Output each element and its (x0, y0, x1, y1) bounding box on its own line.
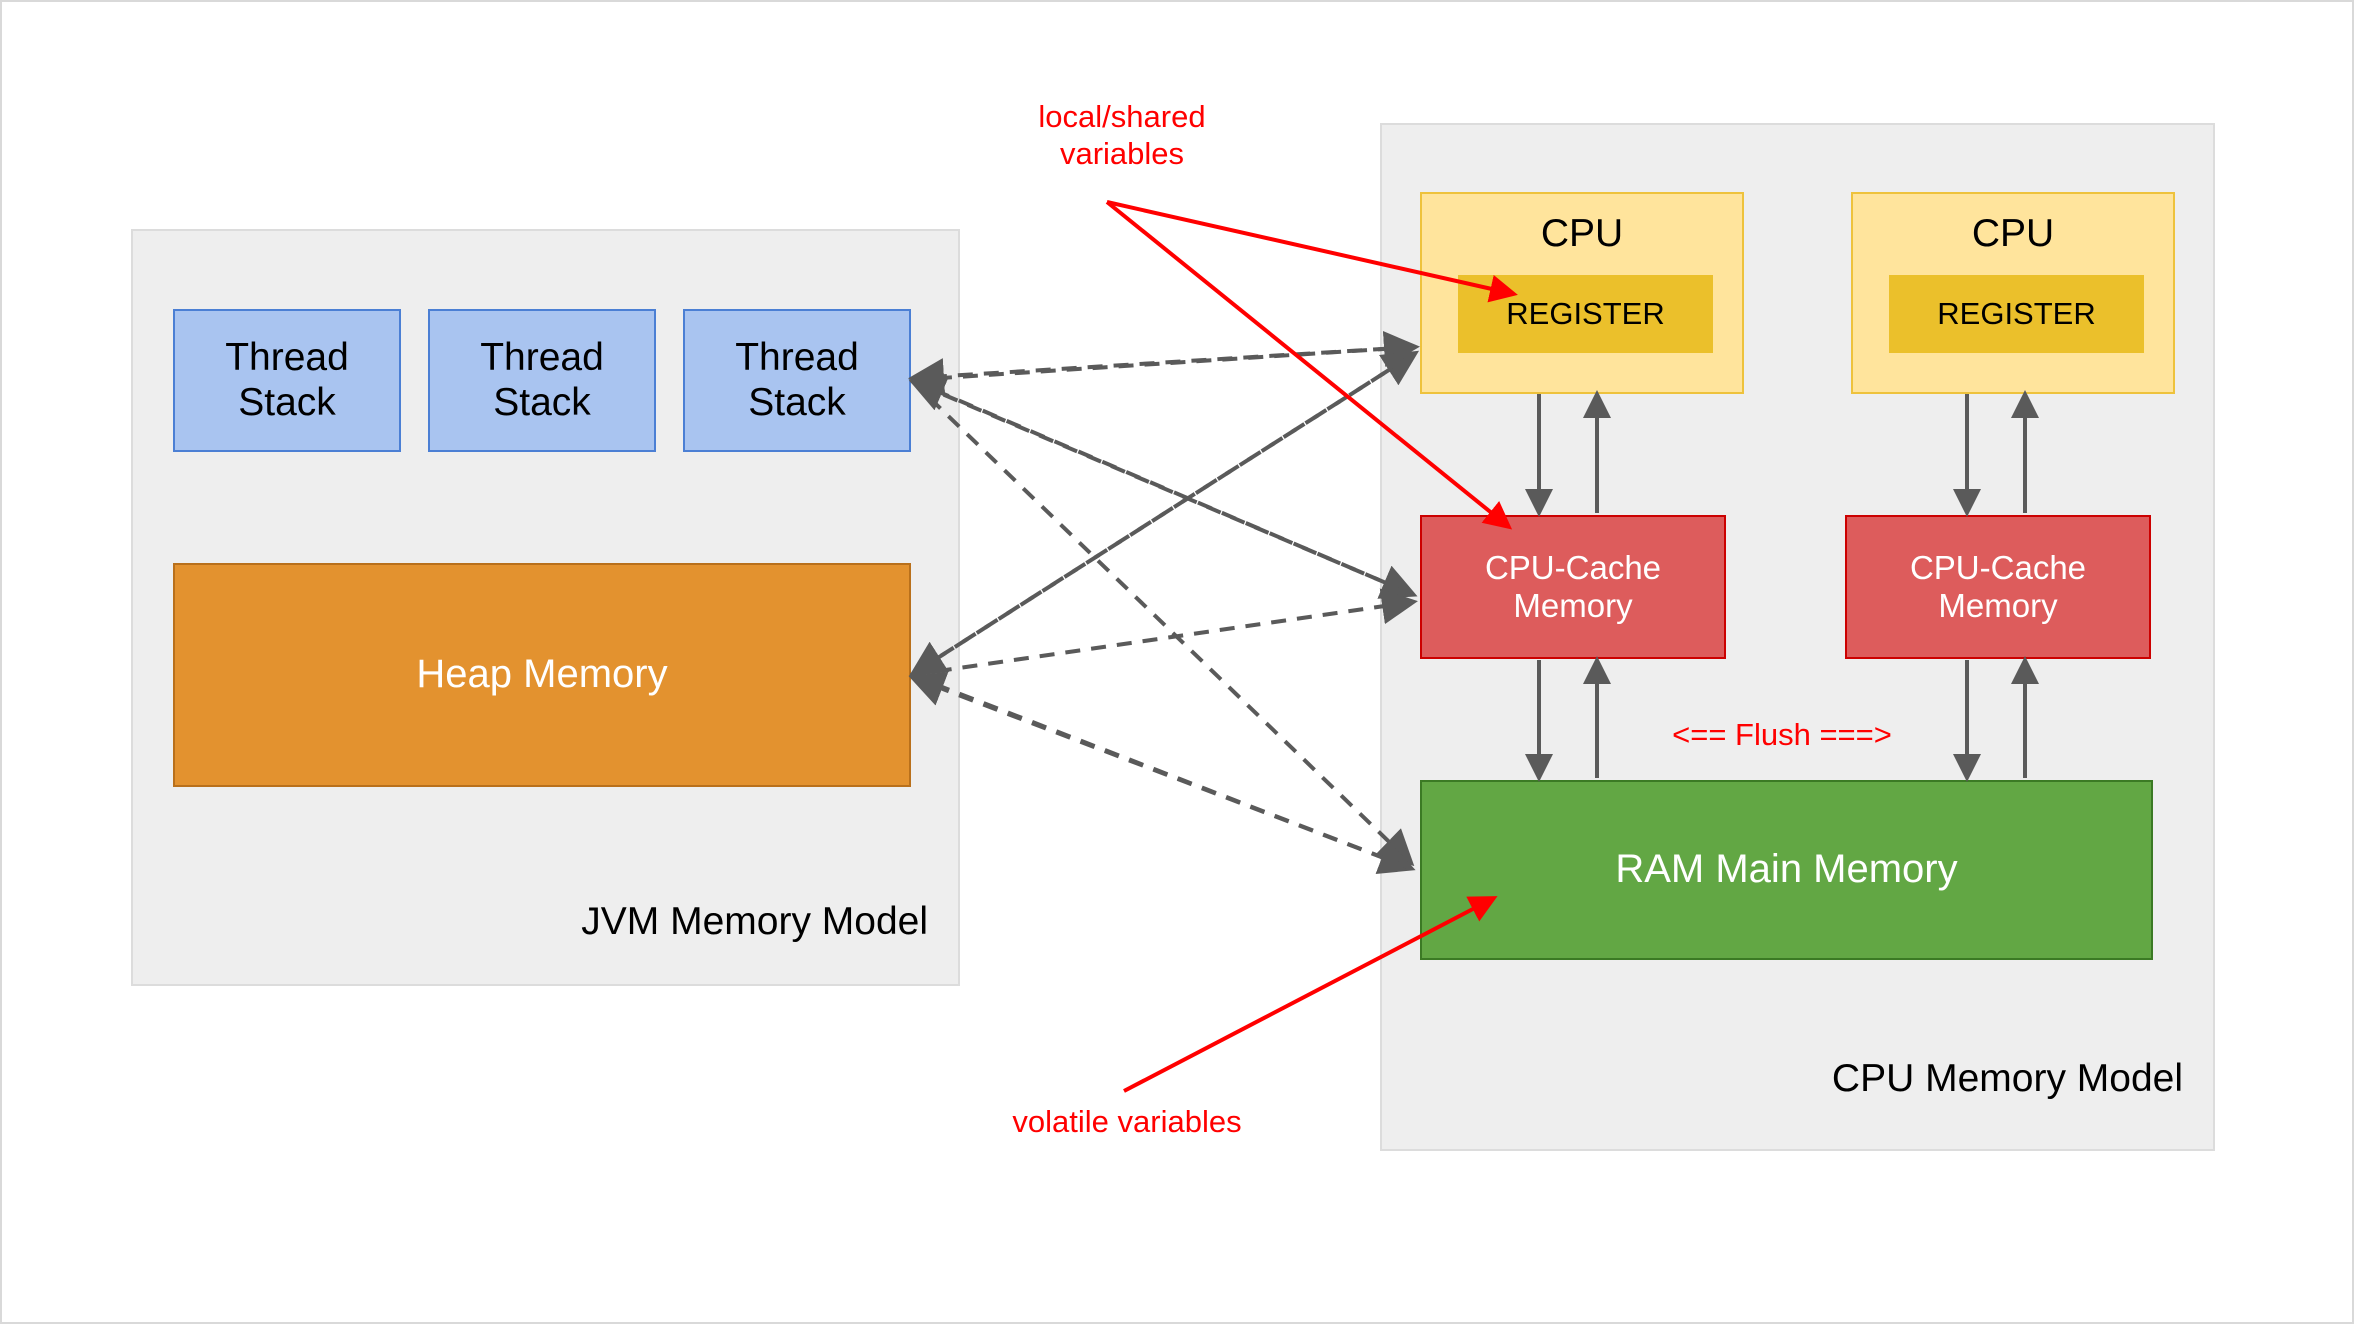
thread-stack-box-3[interactable]: Thread Stack (683, 309, 911, 452)
cpu-box-2[interactable]: CPU REGISTER (1851, 192, 2175, 394)
arrow-heap-to-cache (910, 588, 1418, 677)
flush-label: <== Flush ===> (1672, 717, 1892, 752)
cpu-box-1[interactable]: CPU REGISTER (1420, 192, 1744, 394)
arrow-heap-to-register (909, 350, 1420, 677)
ram-main-memory-box[interactable]: RAM Main Memory (1420, 780, 2153, 960)
arrow-register-to-heap (908, 352, 1416, 677)
register-box-1[interactable]: REGISTER (1458, 275, 1713, 353)
cpu-cache-memory-box-1[interactable]: CPU-Cache Memory (1420, 515, 1726, 659)
cpu-label-1: CPU (1540, 212, 1624, 255)
arrow-threadstack-to-register (910, 331, 1420, 382)
register-box-2[interactable]: REGISTER (1889, 275, 2144, 353)
arrow-ram-to-heap (908, 671, 1411, 870)
arrow-heap-to-ram (910, 673, 1416, 874)
cpu-label-2: CPU (1971, 212, 2055, 255)
arrow-cache-to-threadstack (908, 377, 1413, 596)
arrow-register-to-threadstack (908, 345, 1415, 395)
thread-stack-box-2[interactable]: Thread Stack (428, 309, 656, 452)
cpu-cache-memory-box-2[interactable]: CPU-Cache Memory (1845, 515, 2151, 659)
jvm-memory-model-title: JVM Memory Model (581, 900, 928, 943)
annotation-local-shared-variables: local/shared variables (1038, 99, 1206, 172)
annotation-volatile-variables: volatile variables (1012, 1104, 1242, 1139)
heap-memory-box[interactable]: Heap Memory (173, 563, 911, 787)
arrow-threadstack-to-ram (909, 378, 1415, 867)
thread-stack-box-1[interactable]: Thread Stack (173, 309, 401, 452)
cpu-memory-model-title: CPU Memory Model (1831, 1057, 2183, 1100)
arrow-threadstack-to-cache (910, 378, 1418, 599)
